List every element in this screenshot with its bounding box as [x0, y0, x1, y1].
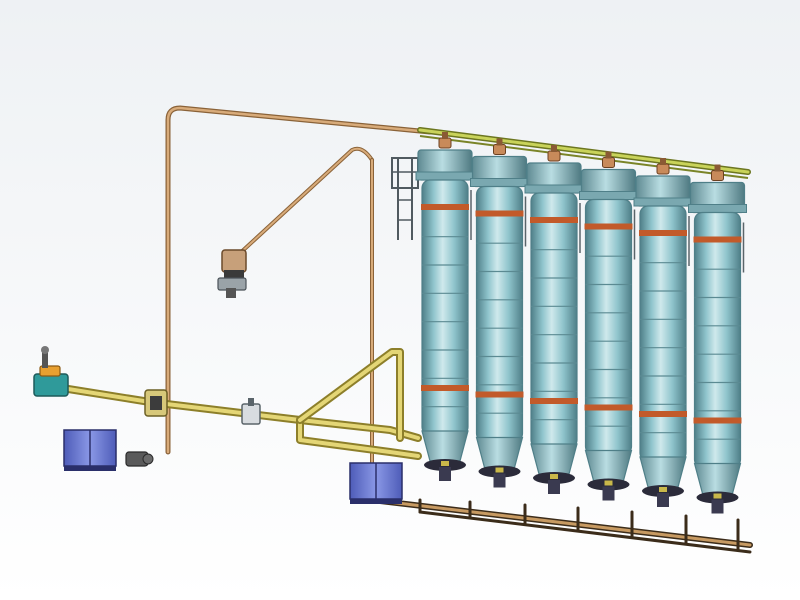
column-bottom-cone — [421, 430, 469, 462]
column-outlet-collar — [495, 467, 504, 473]
column-top-valve — [656, 163, 670, 175]
column-band — [421, 204, 469, 210]
column-top-valve — [547, 150, 561, 162]
column-outlet — [548, 480, 560, 494]
column-outlet — [657, 493, 669, 507]
filter-column-4 — [579, 151, 638, 501]
column-body — [475, 185, 524, 443]
transfer-pump — [125, 451, 154, 467]
column-outlet — [602, 486, 615, 501]
control-cabinet-right — [349, 462, 403, 504]
column-top-nozzle — [660, 158, 666, 165]
column-body — [530, 192, 578, 449]
feed-pump — [33, 346, 69, 397]
column-top-valve — [602, 157, 615, 168]
suspended-unit — [217, 249, 247, 298]
inline-filter-housing — [144, 389, 168, 417]
control-cabinet-left — [63, 429, 117, 471]
column-outlet-collar — [441, 461, 449, 466]
column-band — [421, 385, 469, 391]
filter-column-5 — [633, 158, 693, 507]
top-header-manifold — [417, 127, 751, 179]
column-top-flange — [470, 178, 529, 187]
column-bottom-cone — [639, 456, 687, 488]
filter-column-2 — [470, 138, 529, 488]
filter-column-3 — [524, 145, 584, 494]
bottom-discharge-manifold — [369, 497, 753, 554]
column-top-flange — [524, 184, 584, 194]
column-top-flange — [579, 191, 638, 200]
column-band — [693, 417, 742, 424]
column-bottom-cone — [475, 436, 524, 469]
column-outlet-collar — [550, 474, 558, 479]
column-body — [584, 198, 633, 456]
column-top-valve — [493, 144, 506, 155]
column-body — [639, 205, 687, 462]
column-top-flange — [415, 171, 475, 181]
filter-column-1 — [415, 132, 475, 481]
column-outlet — [439, 467, 451, 481]
column-band — [530, 217, 578, 223]
column-outlet-collar — [713, 493, 722, 499]
column-bottom-cone — [693, 462, 742, 495]
yellow-feed-piping — [58, 348, 422, 460]
column-band — [475, 210, 524, 217]
column-top-nozzle — [605, 151, 612, 159]
column-top-nozzle — [551, 145, 557, 152]
column-top-flange — [688, 204, 747, 213]
column-outlet — [493, 473, 506, 488]
column-top-valve — [711, 170, 724, 181]
column-outlet-collar — [604, 480, 613, 486]
column-bottom-cone — [530, 443, 578, 475]
column-top-nozzle — [714, 164, 721, 172]
column-body — [693, 211, 742, 469]
column-top-nozzle — [442, 132, 448, 139]
column-band — [693, 236, 742, 243]
column-body — [421, 179, 469, 436]
column-band — [639, 230, 687, 236]
column-outlet-collar — [659, 487, 667, 492]
filter-columns — [415, 132, 747, 514]
inline-valve — [241, 398, 261, 425]
column-top-flange — [633, 197, 693, 207]
column-top-nozzle — [496, 138, 503, 146]
filter-column-6 — [688, 164, 747, 514]
column-bottom-cone — [584, 449, 633, 482]
column-band — [475, 391, 524, 398]
column-band — [639, 411, 687, 417]
column-top-valve — [438, 137, 452, 149]
column-band — [530, 398, 578, 404]
column-band — [584, 404, 633, 411]
column-band — [584, 223, 633, 230]
column-outlet — [711, 499, 724, 514]
copper-piping — [165, 105, 433, 502]
